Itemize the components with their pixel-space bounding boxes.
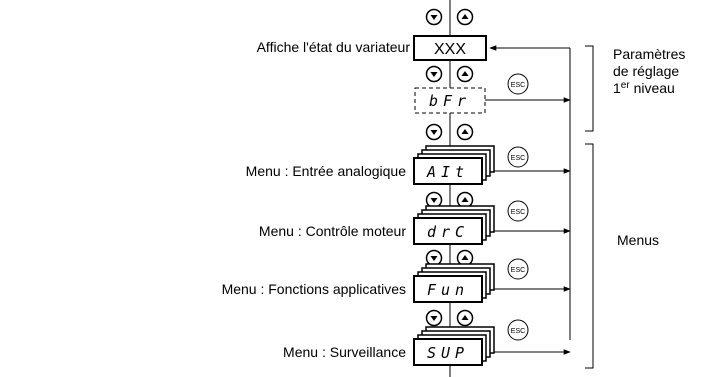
- esc-label: ESC: [511, 209, 525, 216]
- menu-label: Menu : Surveillance: [283, 344, 406, 360]
- state-label: Affiche l'état du variateur: [257, 39, 411, 55]
- params-label-line2: de réglage: [613, 63, 679, 79]
- params-label-line3: 1er niveau: [613, 80, 675, 96]
- menu-block[interactable]: AIt Menu : Entrée analogique ESC: [246, 145, 571, 185]
- esc-label: ESC: [511, 267, 525, 274]
- arrow-up-glyph: [461, 255, 469, 260]
- menu-card: [413, 338, 483, 366]
- arrow-down-glyph: [430, 198, 438, 203]
- menus-bracket: [585, 143, 594, 369]
- arrow-up-glyph: [461, 14, 469, 19]
- esc-button-icon[interactable]: [507, 258, 529, 280]
- nav-button-pair: [425, 123, 474, 141]
- arrow-up-glyph: [461, 197, 469, 202]
- menu-card: [413, 157, 483, 185]
- menu-code: drC: [427, 223, 469, 241]
- menu-block[interactable]: Fun Menu : Fonctions applicatives ESC: [222, 258, 571, 303]
- params-bracket: [585, 45, 594, 132]
- arrow-up-glyph: [461, 129, 469, 134]
- menu-block[interactable]: SUP Menu : Surveillance ESC: [283, 319, 571, 366]
- menu-label: Menu : Entrée analogique: [246, 163, 407, 179]
- menu-card: [413, 217, 483, 245]
- arrow-down-glyph: [430, 130, 438, 135]
- esc-label: ESC: [511, 328, 525, 335]
- arrow-down-glyph: [430, 316, 438, 321]
- menu-code: SUP: [427, 344, 469, 362]
- level1-box: [414, 87, 486, 114]
- menu-code: Fun: [427, 281, 469, 299]
- menu-card: [413, 275, 483, 303]
- menu-block[interactable]: drC Menu : Contrôle moteur ESC: [259, 200, 571, 245]
- esc-button-icon[interactable]: [507, 200, 529, 222]
- menus-label: Menus: [617, 232, 659, 248]
- esc-label: ESC: [511, 82, 525, 89]
- nav-button-pair: [425, 8, 474, 26]
- nav-button-pair: [425, 65, 474, 83]
- state-display-box: [413, 35, 487, 61]
- menu-label: Menu : Fonctions applicatives: [222, 281, 406, 297]
- params-label-line1: Paramètres: [613, 46, 685, 62]
- level1-code: bFr: [429, 92, 471, 110]
- menu-code: AIt: [426, 163, 469, 181]
- menu-label: Menu : Contrôle moteur: [259, 223, 406, 239]
- esc-button-icon[interactable]: [507, 319, 529, 341]
- arrow-up-glyph: [461, 315, 469, 320]
- arrow-down-glyph: [430, 15, 438, 20]
- nav-button-pair: [425, 191, 474, 209]
- arrow-down-glyph: [430, 72, 438, 77]
- esc-button-icon[interactable]: [507, 73, 529, 95]
- state-display-value: XXX: [434, 41, 466, 58]
- arrow-down-glyph: [430, 256, 438, 261]
- esc-button-icon[interactable]: [507, 146, 529, 168]
- esc-label: ESC: [511, 155, 525, 162]
- nav-button-pair: [425, 309, 474, 327]
- arrow-up-glyph: [461, 71, 469, 76]
